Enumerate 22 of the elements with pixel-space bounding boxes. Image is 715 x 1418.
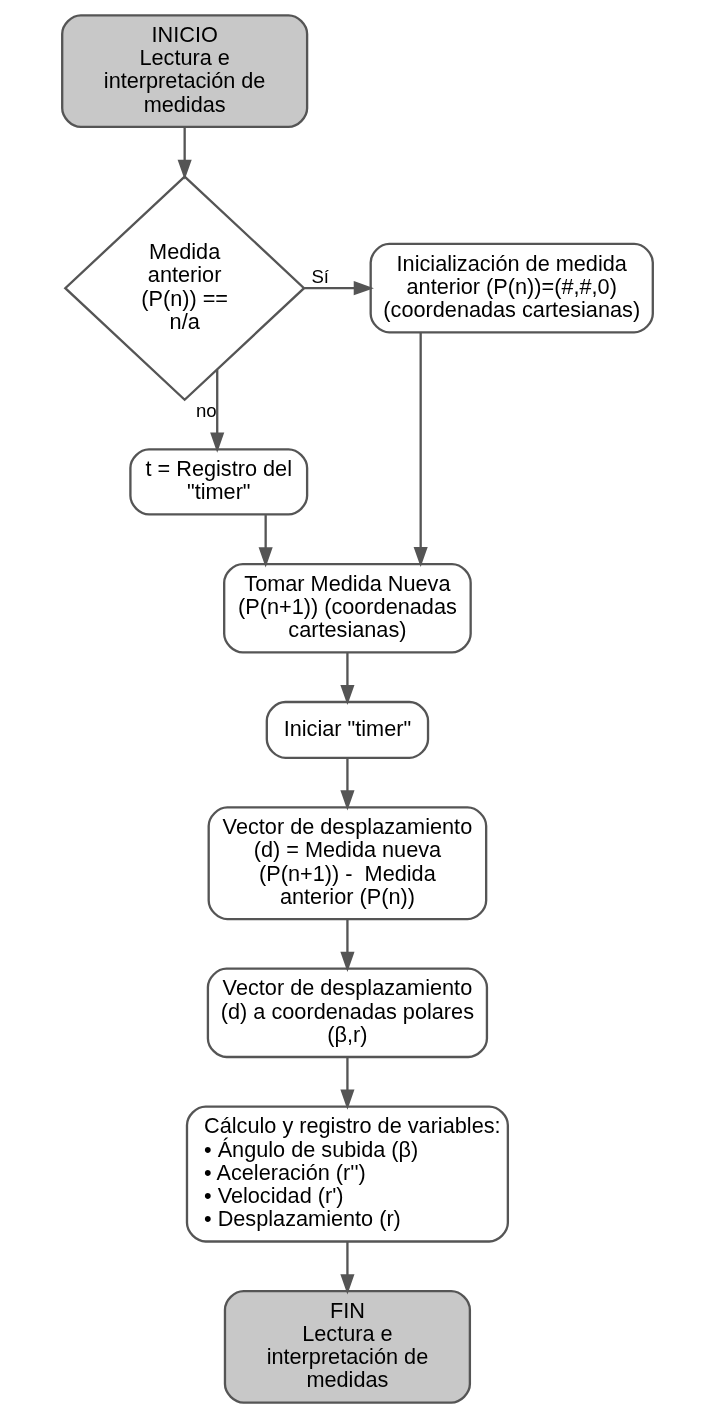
arrow — [340, 652, 355, 706]
arrow — [340, 758, 355, 811]
arrow — [177, 127, 192, 180]
arrow — [210, 369, 225, 453]
node-box: Tomar Medida Nueva (P(n+1)) (coordenadas cartesianas) — [223, 562, 472, 654]
node-box: Vector de desplazamiento (d) a coordenadas polares (β,r) — [206, 967, 489, 1059]
node-box: Inicialización de medida anterior (P(n))=(#,#,0) (coordenadas cartesianas) — [369, 242, 654, 334]
arrow — [413, 332, 428, 568]
node-box: Vector de desplazamiento (d) = Medida nueva (P(n+1)) - Medida anterior (P(n)) — [207, 806, 488, 921]
arrow — [340, 1057, 355, 1110]
node-box: FIN Lectura e interpretación de medidas — [223, 1289, 472, 1404]
edge-label: Sí — [311, 265, 329, 287]
node-diamond: Medida anterior (P(n)) == n/a — [63, 174, 306, 402]
node-box: INICIO Lectura e interpretación de medidas — [61, 14, 309, 129]
arrow — [340, 1241, 355, 1295]
arrow — [304, 281, 374, 296]
node-box: Iniciar "timer" — [265, 700, 430, 759]
arrow — [340, 919, 355, 973]
node-box: Cálculo y registro de variables: • Ángulo de subida (β) • Aceleración (r'') • Velocidad (r') • Desplazamiento (r) — [185, 1105, 510, 1243]
edge-label: no — [196, 399, 217, 421]
arrow — [258, 515, 273, 568]
node-box: t = Registro del "timer" — [129, 448, 309, 516]
